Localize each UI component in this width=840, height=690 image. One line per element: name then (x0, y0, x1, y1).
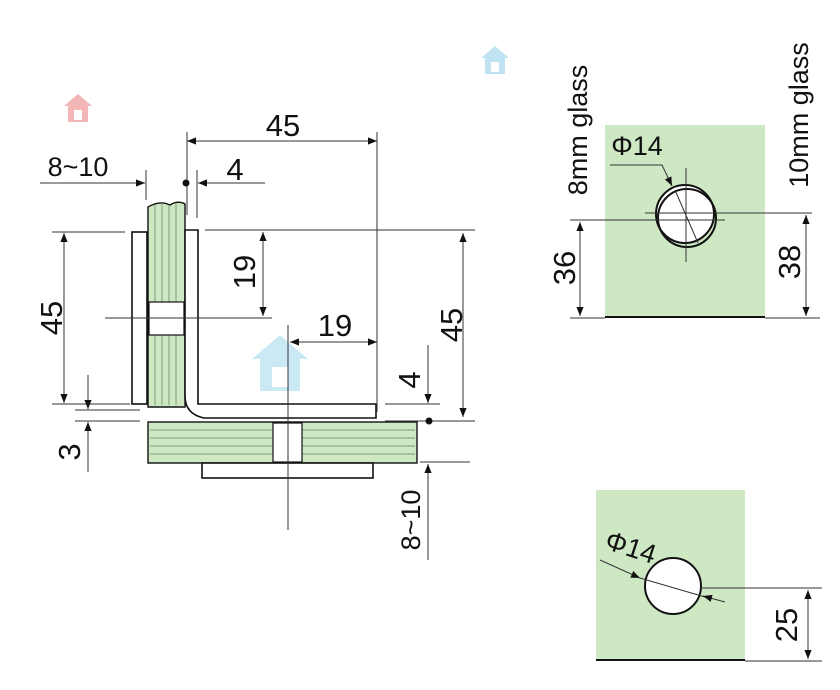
hole-diameter-label: Φ14 (611, 131, 663, 161)
l-bracket (184, 229, 377, 419)
dim-offset-top: 4 (226, 152, 243, 187)
dim-glass-range-top: 8~10 (48, 152, 109, 182)
dim-gap-left: 3 (52, 443, 87, 460)
dim-inner-vertical: 19 (227, 255, 262, 289)
dim-36: 36 (547, 251, 582, 285)
dim-inner-horizontal: 19 (318, 308, 352, 343)
dim-38: 38 (772, 245, 807, 279)
dim-top-width: 45 (266, 108, 300, 143)
dim-glass-range-bottom: 8~10 (396, 490, 426, 551)
dim-right-height: 45 (434, 308, 469, 342)
dim-left-height: 45 (34, 301, 69, 335)
glass-10mm-label: 10mm glass (784, 42, 814, 188)
glass-panel-bottom: Φ14 25 (596, 490, 822, 662)
house-watermark-icon (252, 335, 308, 391)
glass-panel-top: Φ14 8mm glass 10mm glass 36 38 (547, 42, 820, 319)
dim-offset-right: 4 (392, 371, 427, 388)
dim-25: 25 (769, 608, 804, 642)
glass-8mm-label: 8mm glass (563, 65, 593, 196)
house-watermark-icon (481, 46, 509, 74)
side-view: 45 8~10 4 45 3 19 19 45 (34, 108, 475, 560)
hole-10mm (657, 188, 717, 248)
hole (644, 557, 702, 615)
house-watermark-icon (64, 94, 92, 122)
